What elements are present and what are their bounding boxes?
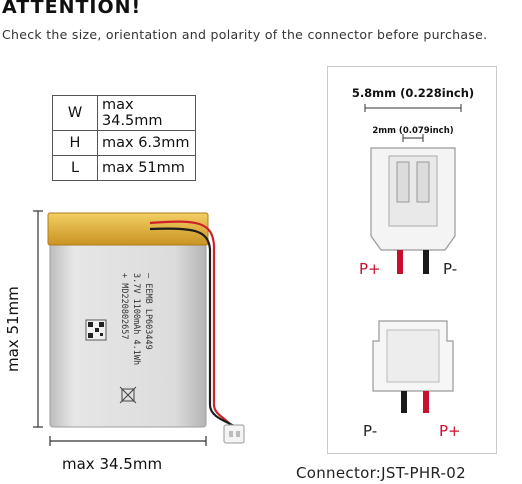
battery-print: – EEMB LP603449 3.7V 1100mAh 4.1Wh + MD2… bbox=[119, 273, 153, 365]
table-row: W max 34.5mm bbox=[52, 95, 196, 131]
page-subtitle: Check the size, orientation and polarity… bbox=[2, 27, 488, 42]
battery-connector bbox=[223, 424, 245, 444]
dim-value-l: max 51mm bbox=[97, 155, 196, 181]
page-title: ATTENTION! bbox=[2, 0, 142, 18]
bottom-minus-label: P- bbox=[363, 422, 377, 440]
dim-value-w: max 34.5mm bbox=[97, 95, 196, 131]
dim-key-l: L bbox=[52, 155, 98, 181]
connector-illustration: 5.8mm (0.228inch) 2mm (0.079inch) P+ P- … bbox=[352, 86, 474, 440]
top-plus-label: P+ bbox=[359, 260, 381, 278]
outer-width-label: 5.8mm (0.228inch) bbox=[352, 86, 474, 100]
dimensions-table: W max 34.5mm H max 6.3mm L max 51mm bbox=[52, 95, 196, 181]
qr-code-icon bbox=[85, 319, 107, 341]
dim-value-h: max 6.3mm bbox=[97, 130, 196, 156]
dim-key-h: H bbox=[52, 130, 98, 156]
table-row: L max 51mm bbox=[52, 155, 196, 181]
dim-key-w: W bbox=[52, 95, 98, 131]
pitch-label: 2mm (0.079inch) bbox=[372, 126, 453, 136]
black-wire bbox=[149, 227, 237, 428]
table-row: H max 6.3mm bbox=[52, 130, 196, 156]
battery-print-line-1: – EEMB LP603449 bbox=[143, 273, 153, 350]
crossed-bin-icon bbox=[119, 386, 137, 404]
battery-illustration: – EEMB LP603449 3.7V 1100mAh 4.1Wh + MD2… bbox=[33, 210, 245, 446]
battery-height-label: max 51mm bbox=[4, 286, 22, 372]
bottom-plus-label: P+ bbox=[439, 422, 461, 440]
red-wire bbox=[149, 220, 233, 428]
top-minus-label: P- bbox=[443, 260, 457, 278]
connector-top-view bbox=[370, 134, 456, 274]
battery-print-line-3: + MD220802657 bbox=[119, 273, 129, 340]
connector-caption: Connector:JST-PHR-02 bbox=[296, 464, 466, 482]
connector-bottom-view bbox=[372, 320, 454, 413]
battery-print-line-2: 3.7V 1100mAh 4.1Wh bbox=[131, 273, 141, 365]
connector-panel bbox=[327, 66, 497, 454]
battery-width-label: max 34.5mm bbox=[62, 455, 163, 473]
